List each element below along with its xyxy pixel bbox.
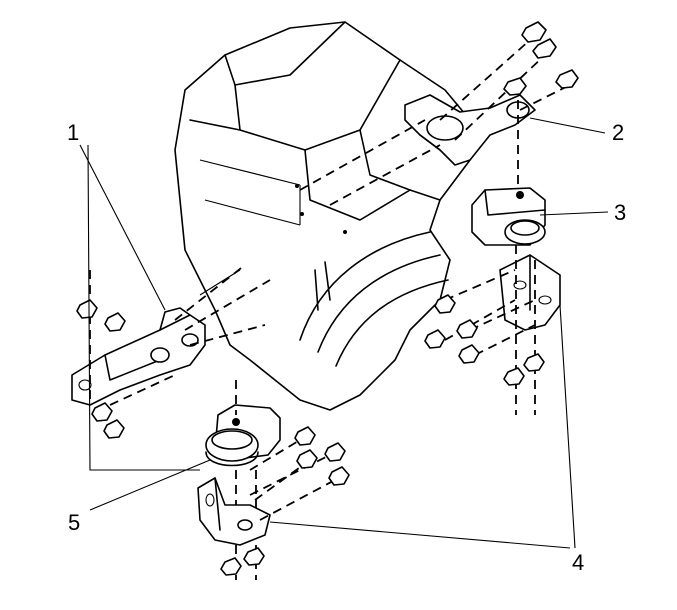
callout-2: 2 bbox=[612, 120, 625, 145]
lower-bracket-bolts bbox=[220, 426, 350, 576]
upper-mount-bracket bbox=[299, 94, 536, 206]
callout-4: 4 bbox=[572, 550, 585, 575]
lower-bracket bbox=[197, 439, 336, 546]
leader-lines bbox=[79, 117, 609, 549]
callout-1: 1 bbox=[67, 120, 80, 145]
mount-3 bbox=[471, 187, 546, 246]
callout-5: 5 bbox=[68, 510, 81, 535]
engine-block bbox=[174, 21, 471, 411]
left-bracket bbox=[71, 264, 271, 406]
right-bracket bbox=[444, 245, 561, 415]
upper-bolts bbox=[439, 21, 579, 141]
callout-3: 3 bbox=[614, 200, 627, 225]
left-bracket-bolts bbox=[76, 299, 126, 439]
right-bracket-bolts bbox=[424, 294, 545, 386]
mount-5 bbox=[205, 380, 281, 580]
